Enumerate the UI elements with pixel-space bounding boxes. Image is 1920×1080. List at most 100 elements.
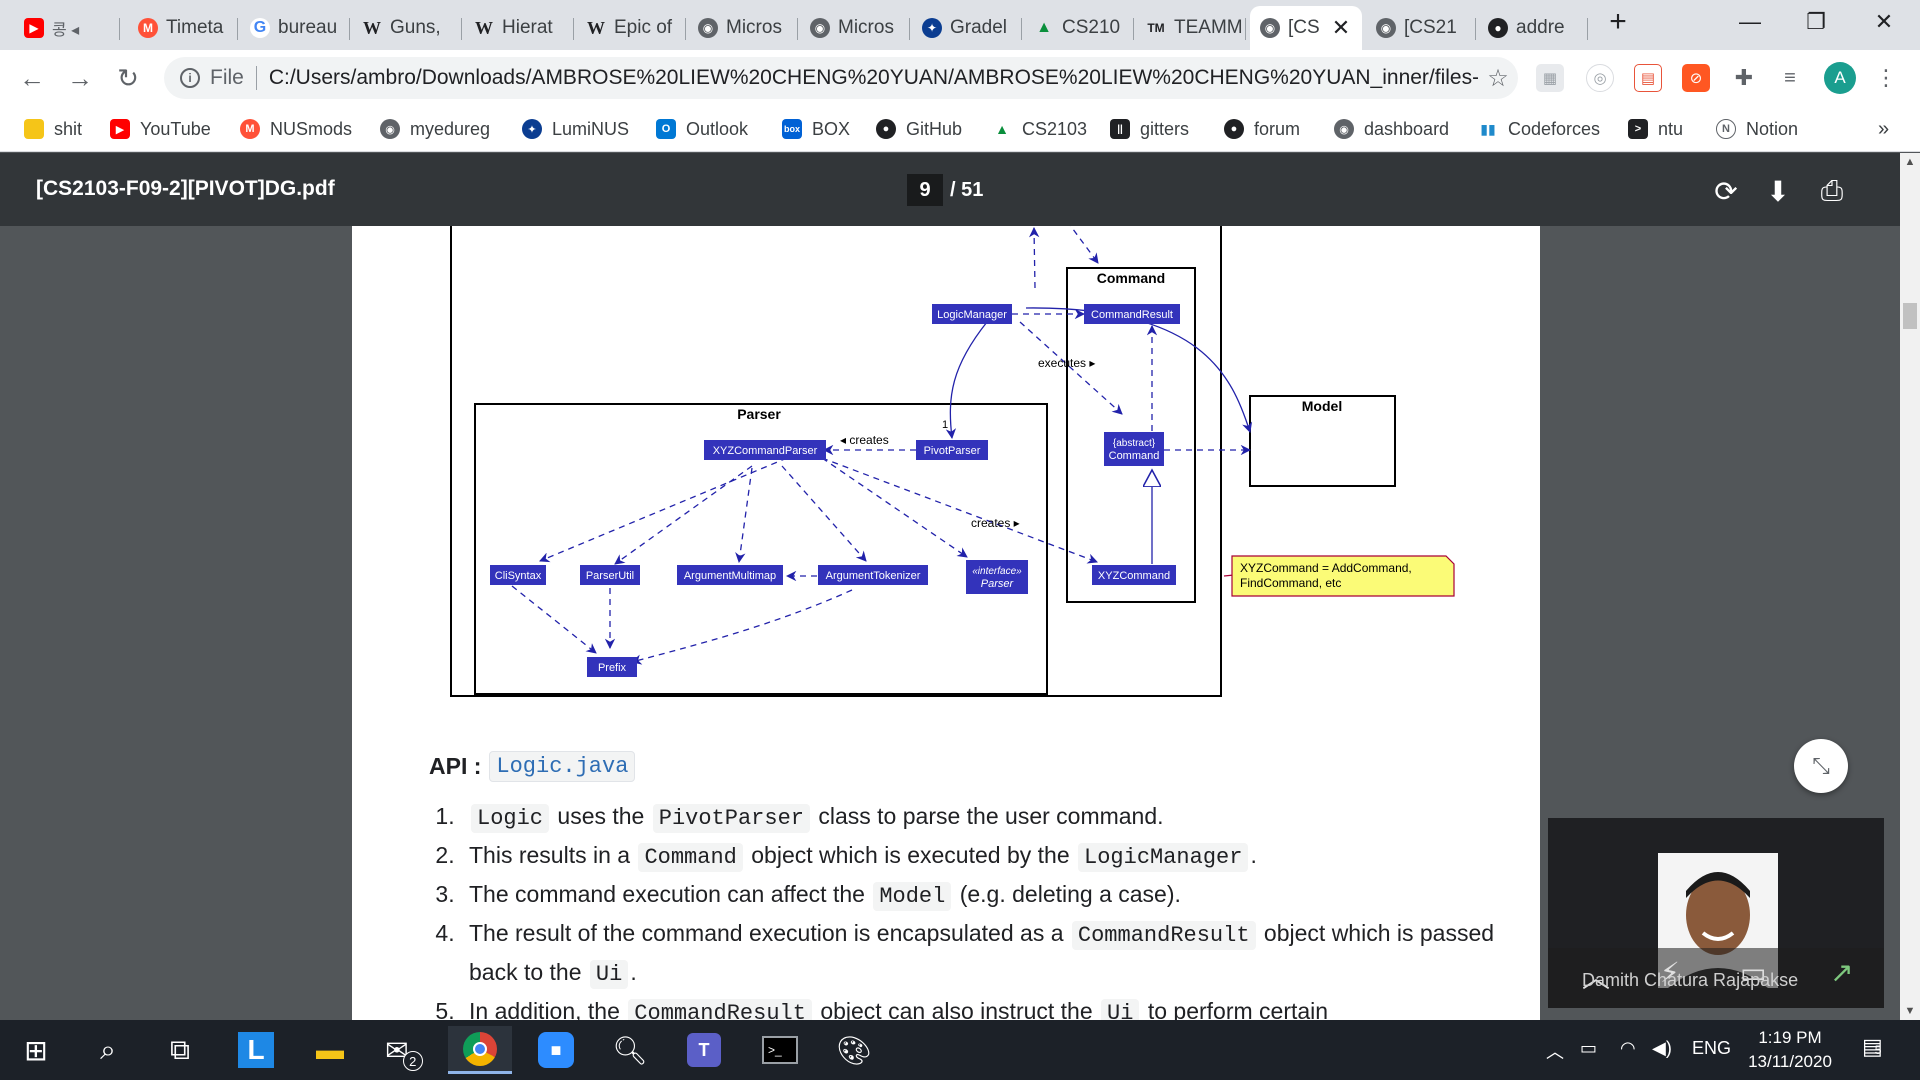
api-link[interactable]: Logic.java	[489, 751, 636, 782]
search-icon[interactable]: ⌕	[100, 1033, 116, 1065]
forward-button[interactable]: →	[67, 62, 93, 93]
battery-icon[interactable]: ▭	[1580, 1038, 1598, 1058]
l-app-icon[interactable]: L	[224, 1026, 288, 1074]
url-text[interactable]: C:/Users/ambro/Downloads/AMBROSE%20LIEW%…	[268, 66, 1478, 89]
clock[interactable]: 1:19 PM 13/11/2020	[1730, 1026, 1850, 1074]
close-window-button[interactable]: ✕	[1874, 9, 1894, 34]
reload-button[interactable]: ↻	[117, 62, 139, 93]
bookmark-item[interactable]: ▲CS2103	[992, 116, 1087, 142]
cli-syntax-box	[490, 565, 546, 585]
restore-button[interactable]: ❐	[1806, 9, 1826, 34]
ublock-icon[interactable]: ⊘	[1682, 64, 1710, 92]
bookmark-label: LumiNUS	[552, 118, 630, 139]
bookmark-item[interactable]: ●forum	[1224, 116, 1300, 142]
tab-label: bureau	[278, 17, 338, 38]
tab[interactable]: ▲ CS210	[1024, 6, 1134, 50]
fit-to-page-button[interactable]: ⤡	[1794, 739, 1848, 793]
teams-icon[interactable]: T	[672, 1026, 736, 1074]
scroll-up-icon[interactable]: ▲	[1904, 156, 1916, 168]
inline-code: CommandResult	[1071, 921, 1256, 950]
bookmark-item[interactable]: ▮▮Codeforces	[1478, 116, 1600, 142]
parser-interface-label: Parser	[981, 578, 1015, 590]
list-text: object which is passed back to the	[469, 920, 1495, 985]
bookmark-item[interactable]: shit	[24, 116, 82, 142]
profile-avatar[interactable]: A	[1824, 62, 1856, 94]
close-tab-icon[interactable]: ✕	[1331, 15, 1351, 40]
extension-icon[interactable]: ▤	[1634, 64, 1662, 92]
start-button[interactable]: ⊞	[24, 1034, 48, 1066]
pop-out-icon[interactable]: ↗	[1830, 957, 1854, 988]
address-bar[interactable]: i File C:/Users/ambro/Downloads/AMBROSE%…	[164, 57, 1518, 99]
date: 13/11/2020	[1748, 1052, 1832, 1071]
bookmark-item[interactable]: ▶YouTube	[110, 116, 211, 142]
scroll-down-icon[interactable]: ▼	[1904, 1005, 1916, 1017]
bookmark-star-icon[interactable]: ☆	[1487, 64, 1509, 92]
new-tab-button[interactable]: +	[1609, 5, 1627, 38]
bookmark-item[interactable]: ||gitters	[1110, 116, 1189, 142]
extension-icon[interactable]: ▦	[1536, 64, 1564, 92]
search-app-icon[interactable]: 🔍︎	[612, 1034, 648, 1066]
terminal-icon[interactable]: >_	[748, 1026, 812, 1074]
back-button[interactable]: ←	[19, 62, 45, 93]
more-bookmarks-button[interactable]: »	[1878, 117, 1890, 140]
bookmark-label: Codeforces	[1508, 118, 1601, 139]
minimize-button[interactable]: —	[1739, 9, 1761, 34]
tab[interactable]: W Epic of	[576, 6, 686, 50]
tab[interactable]: W Guns,	[352, 6, 462, 50]
tab-active[interactable]: ◉ [CS ✕	[1250, 6, 1362, 50]
info-icon[interactable]: i	[180, 68, 200, 88]
tab[interactable]: G bureau	[240, 6, 350, 50]
tab-label: Micros	[726, 17, 782, 38]
tab[interactable]: ▶ 콩 ◂	[14, 6, 120, 50]
chrome-icon[interactable]	[448, 1026, 512, 1074]
bookmark-item[interactable]: ◉dashboard	[1334, 116, 1449, 142]
expand-up-icon[interactable]: ︿	[1582, 962, 1611, 993]
tab[interactable]: M Timeta	[128, 6, 238, 50]
task-view-icon[interactable]: ⧉	[170, 1033, 190, 1065]
tab[interactable]: ◉ Micros	[800, 6, 910, 50]
mic-muted-icon[interactable]: ⚡	[1660, 957, 1680, 988]
note-box	[1231, 555, 1455, 597]
bookmark-item[interactable]: ◉myedureg	[380, 116, 490, 142]
tab[interactable]: W Hierat	[464, 6, 574, 50]
mail-icon[interactable]: ✉2	[372, 1026, 436, 1074]
command-result-box	[1084, 304, 1180, 324]
extension-icon[interactable]: ◎	[1586, 64, 1614, 92]
tab-label: Gradel	[950, 17, 1008, 38]
tab[interactable]: TM TEAMM	[1136, 6, 1246, 50]
tab[interactable]: ● addre	[1478, 6, 1588, 50]
wifi-icon[interactable]: ◠	[1620, 1038, 1636, 1058]
language-indicator[interactable]: ENG	[1692, 1038, 1732, 1058]
video-call-overlay[interactable]: ︿ ⚡ ▭ ↗ Damith Chatura Rajapakse	[1548, 818, 1884, 1008]
print-icon[interactable]: ⎙	[1820, 174, 1844, 206]
menu-kebab-icon[interactable]: ⋮	[1875, 65, 1897, 90]
inline-code: Ui	[1101, 999, 1140, 1020]
page-number-input[interactable]: 9	[907, 174, 943, 206]
volume-icon[interactable]: ◀)	[1652, 1038, 1672, 1058]
tab[interactable]: ◉ Micros	[688, 6, 798, 50]
bookmark-item[interactable]: ●GitHub	[876, 116, 962, 142]
paint-icon[interactable]: 🎨︎	[836, 1034, 872, 1066]
zoom-icon[interactable]: ■	[524, 1026, 588, 1074]
vertical-scrollbar[interactable]: ▲ ▼	[1900, 153, 1920, 1020]
pivot-parser-box	[916, 440, 988, 460]
show-hidden-icons[interactable]: ︿	[1546, 1042, 1564, 1062]
camera-off-icon[interactable]: ▭	[1740, 957, 1767, 988]
scroll-thumb[interactable]	[1903, 303, 1917, 329]
bookmark-item[interactable]: >ntu	[1628, 116, 1683, 142]
extensions-puzzle-icon[interactable]: ✚	[1734, 65, 1754, 90]
notifications-icon[interactable]: ▤5	[1862, 1034, 1883, 1059]
tab[interactable]: ◉ [CS21	[1366, 6, 1476, 50]
xyz-command-box	[1092, 565, 1176, 585]
bookmark-item[interactable]: ✦LumiNUS	[522, 116, 629, 142]
rotate-icon[interactable]: ⟳	[1714, 175, 1738, 207]
download-icon[interactable]: ⬇	[1766, 175, 1790, 207]
tab[interactable]: ✦ Gradel	[912, 6, 1022, 50]
inline-code: Model	[873, 882, 952, 911]
media-control-icon[interactable]: ≡	[1784, 66, 1796, 89]
file-explorer-icon[interactable]: ▬	[316, 1034, 344, 1065]
